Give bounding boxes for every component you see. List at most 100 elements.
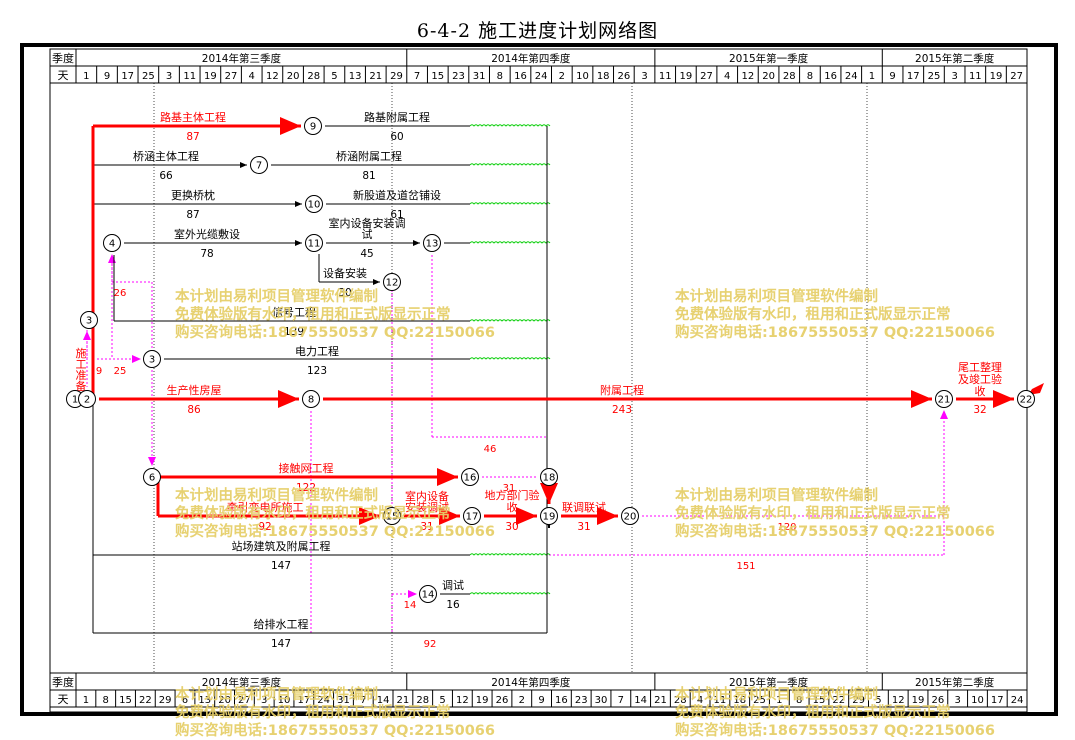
event-node xyxy=(419,585,437,603)
bottom-day-label: 27 xyxy=(238,695,251,706)
event-node-number: 3 xyxy=(86,316,92,327)
activity-label: 16 xyxy=(446,599,460,611)
bottom-day-label: 6 xyxy=(182,695,188,706)
top-day-label: 26 xyxy=(617,71,630,82)
bottom-day-label: 17 xyxy=(297,695,310,706)
event-node-number: 20 xyxy=(624,512,637,523)
bottom-day-label: 20 xyxy=(218,695,231,706)
event-node xyxy=(540,507,558,525)
activity-label: 桥涵附属工程 xyxy=(336,149,402,163)
event-node-number: 18 xyxy=(543,473,556,484)
top-day-label: 25 xyxy=(928,71,941,82)
bottom-day-label: 13 xyxy=(198,695,211,706)
bottom-day-label: 21 xyxy=(654,695,667,706)
float-label: 151 xyxy=(736,561,755,572)
activity-label: 试 xyxy=(362,228,373,241)
bottom-day-label: 24 xyxy=(1011,695,1024,706)
top-day-label: 19 xyxy=(680,71,693,82)
top-day-label: 24 xyxy=(845,71,858,82)
event-node xyxy=(935,390,953,408)
top-day-label: 27 xyxy=(225,71,238,82)
event-node-number: 4 xyxy=(109,239,115,250)
bottom-day-label: 29 xyxy=(159,695,172,706)
activity-label: 32 xyxy=(973,404,986,416)
top-day-label: 25 xyxy=(142,71,155,82)
prep-label: 准 xyxy=(76,369,87,382)
top-day-label: 17 xyxy=(907,71,920,82)
top-quarter-label: 2015年第一季度 xyxy=(729,52,809,65)
top-day-label: 27 xyxy=(700,71,713,82)
float-label: 46 xyxy=(484,444,497,455)
free-float-wave xyxy=(469,319,551,322)
bottom-quarter-header: 季度 xyxy=(52,675,74,689)
top-day-label: 16 xyxy=(824,71,837,82)
bottom-day-label: 8 xyxy=(103,695,109,706)
top-day-label: 5 xyxy=(331,71,337,82)
activity-label: 站场建筑及附属工程 xyxy=(232,539,331,553)
bottom-quarter-label: 2015年第二季度 xyxy=(915,676,995,689)
event-node xyxy=(143,350,161,368)
event-node-number: 7 xyxy=(256,161,262,172)
bottom-quarter-label: 2014年第三季度 xyxy=(202,676,282,689)
activity-label: 60 xyxy=(390,131,403,143)
activity-label: 电力工程 xyxy=(295,345,339,358)
top-day-label: 28 xyxy=(307,71,320,82)
bottom-day-label: 15 xyxy=(813,695,826,706)
top-day-label: 8 xyxy=(497,71,503,82)
chart-title: 6-4-2 施工进度计划网络图 xyxy=(416,20,659,42)
bottom-day-label: 19 xyxy=(912,695,925,706)
top-day-label: 2 xyxy=(559,71,565,82)
activity-label: 更换桥枕 xyxy=(171,188,215,202)
top-day-header: 天 xyxy=(58,69,69,82)
top-day-label: 31 xyxy=(473,71,486,82)
top-day-label: 1 xyxy=(869,71,875,82)
event-node xyxy=(80,311,98,329)
event-node xyxy=(302,390,320,408)
top-day-label: 3 xyxy=(641,71,647,82)
event-node-number: 6 xyxy=(149,473,155,484)
bottom-day-label: 18 xyxy=(733,695,746,706)
top-day-label: 3 xyxy=(951,71,957,82)
activity-label: 45 xyxy=(360,248,373,260)
event-node xyxy=(621,507,639,525)
activity-label: 87 xyxy=(186,131,199,143)
top-day-label: 21 xyxy=(369,71,382,82)
activity-label: 尾工整理 xyxy=(958,360,1002,374)
top-day-label: 28 xyxy=(783,71,796,82)
top-day-label: 24 xyxy=(535,71,548,82)
free-float-wave xyxy=(469,553,551,556)
activity-label: 路基附属工程 xyxy=(364,110,430,124)
bottom-day-label: 3 xyxy=(954,695,960,706)
top-day-label: 1 xyxy=(83,71,89,82)
top-day-label: 29 xyxy=(390,71,403,82)
activity-label: 31 xyxy=(577,521,590,533)
bottom-day-label: 10 xyxy=(971,695,984,706)
bottom-day-label: 23 xyxy=(575,695,588,706)
bottom-quarter-label: 2015年第一季度 xyxy=(729,676,809,689)
prep-label: 工 xyxy=(76,358,87,371)
float-label: 26 xyxy=(114,288,127,299)
event-node xyxy=(250,156,268,174)
bottom-day-label: 24 xyxy=(317,695,330,706)
activity-label: 92 xyxy=(258,521,271,533)
top-day-label: 11 xyxy=(183,71,196,82)
bottom-day-label: 22 xyxy=(832,695,845,706)
float-label: 14 xyxy=(404,600,417,611)
bottom-day-header: 天 xyxy=(58,693,69,706)
event-node xyxy=(78,390,96,408)
event-node xyxy=(304,117,322,135)
top-day-label: 3 xyxy=(166,71,172,82)
top-quarter-label: 2015年第二季度 xyxy=(915,52,995,65)
activity-label: 61 xyxy=(390,209,403,221)
top-day-label: 11 xyxy=(659,71,672,82)
free-float-wave xyxy=(469,202,551,205)
bottom-day-label: 5 xyxy=(875,695,881,706)
event-node-number: 21 xyxy=(938,395,951,406)
event-node xyxy=(383,273,401,291)
top-day-label: 20 xyxy=(762,71,775,82)
top-day-label: 4 xyxy=(249,71,255,82)
activity-label: 室内设备 xyxy=(405,489,449,503)
event-node-number: 10 xyxy=(308,200,321,211)
event-node xyxy=(1017,390,1035,408)
